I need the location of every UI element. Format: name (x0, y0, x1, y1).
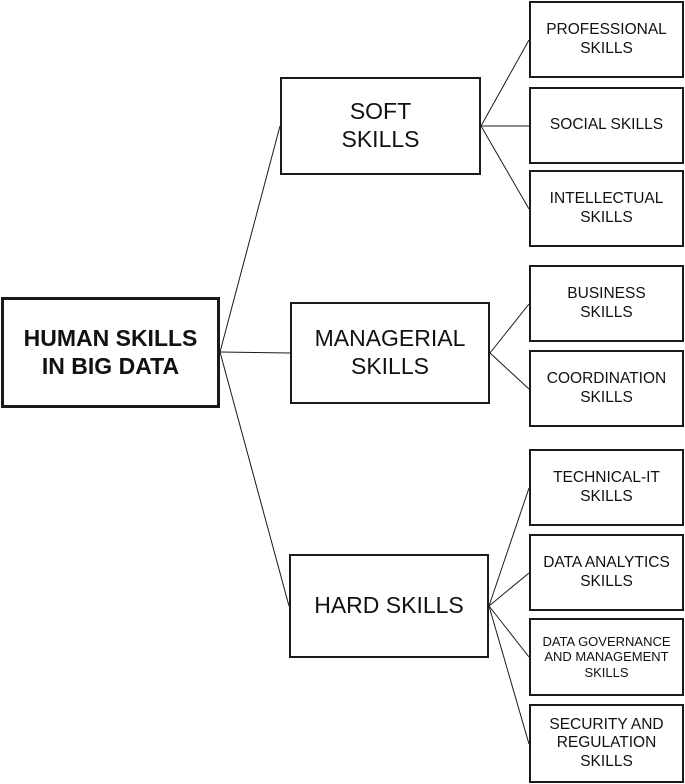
connector-managerial-coordination (489, 352, 530, 390)
connector-root-hard (219, 351, 290, 607)
leaf-data-analytics-skills: DATA ANALYTICS SKILLS (529, 534, 684, 611)
connector-hard-analytics (488, 572, 530, 607)
connector-root-managerial (219, 351, 291, 354)
connector-hard-security (488, 605, 530, 745)
leaf-coordination-skills: COORDINATION SKILLS (529, 350, 684, 427)
leaf-business-skills: BUSINESS SKILLS (529, 265, 684, 342)
category-hard-skills: HARD SKILLS (289, 554, 489, 658)
connector-soft-intellectual (480, 125, 530, 210)
connector-managerial-business (489, 303, 530, 354)
connector-soft-professional (480, 39, 530, 127)
leaf-technical-it-skills: TECHNICAL-IT SKILLS (529, 449, 684, 526)
leaf-data-governance-skills: DATA GOVERNANCE AND MANAGEMENT SKILLS (529, 618, 684, 696)
category-soft-skills: SOFT SKILLS (280, 77, 481, 175)
leaf-social-skills: SOCIAL SKILLS (529, 87, 684, 164)
connector-hard-technical (488, 487, 530, 607)
leaf-professional-skills: PROFESSIONAL SKILLS (529, 1, 684, 78)
connector-hard-governance (488, 605, 530, 658)
leaf-security-regulation-skills: SECURITY AND REGULATION SKILLS (529, 704, 684, 783)
root-node-human-skills: HUMAN SKILLS IN BIG DATA (1, 297, 220, 408)
leaf-intellectual-skills: INTELLECTUAL SKILLS (529, 170, 684, 247)
connector-root-soft (219, 125, 281, 353)
category-managerial-skills: MANAGERIAL SKILLS (290, 302, 490, 404)
